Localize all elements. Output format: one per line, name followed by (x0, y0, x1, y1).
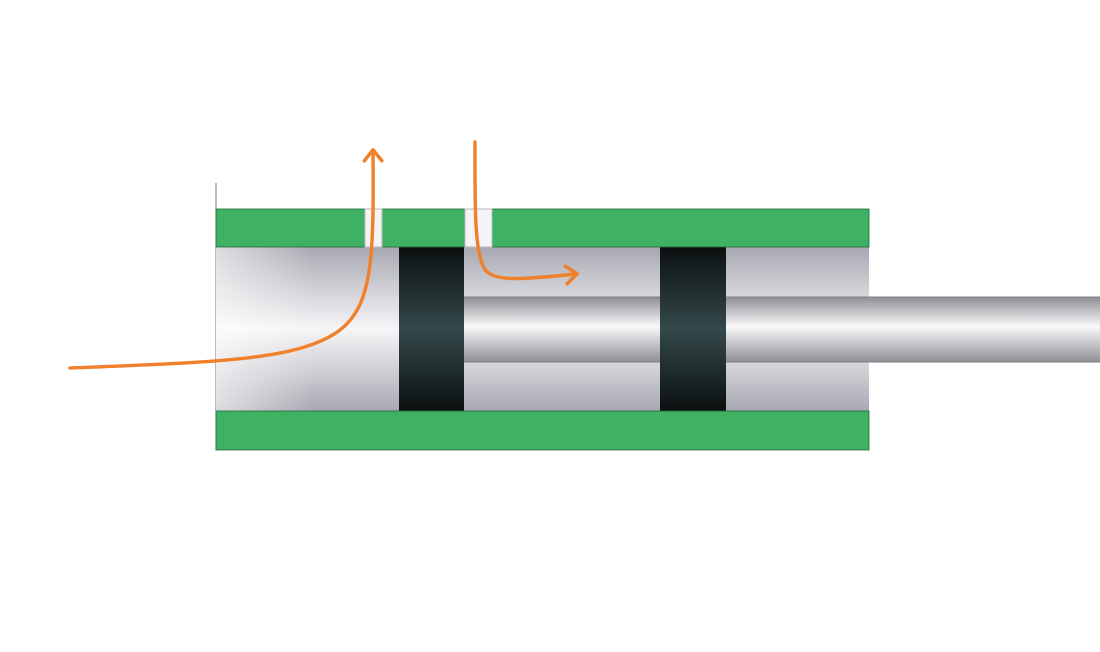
spool-land-left (399, 247, 464, 411)
housing-top-wall-left (215, 208, 366, 248)
spool-land-right (660, 247, 726, 411)
housing-top-wall-right (491, 208, 870, 248)
flow-arrow-inlet-to-exhaust (68, 148, 384, 370)
flow-arrow-supply-to-chamber (473, 140, 579, 286)
housing-bottom-wall (215, 410, 870, 451)
rod (869, 297, 1100, 362)
housing-top-wall-middle (381, 208, 466, 248)
